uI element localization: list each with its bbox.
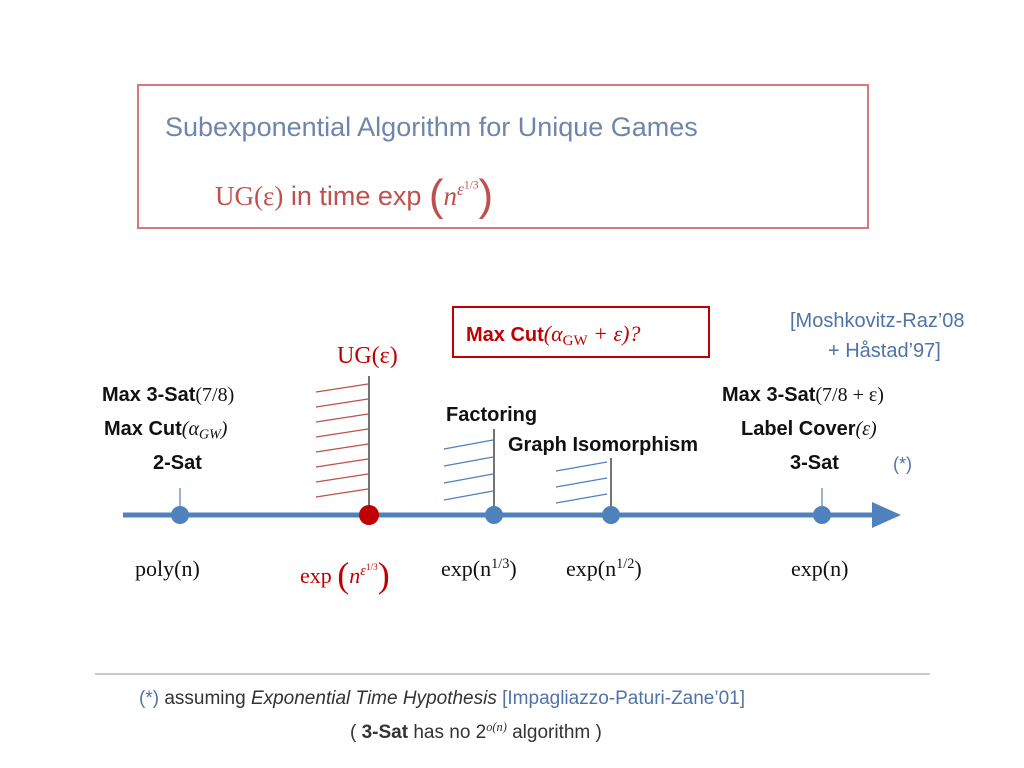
reference-line2: + Håstad’97] [828,340,941,362]
factoring-hatching [443,439,494,501]
left-problem-2sat: 2-Sat [153,452,202,474]
right-labelcover-eps: (ε) [855,418,877,440]
headline-ug: UG(ε) [215,181,284,211]
exp-third-pow: 1/3 [491,556,510,573]
maxcut-question-bold: Max Cut [466,324,544,346]
right-problem-3sat: 3-Sat [790,452,839,474]
headline-box [137,84,869,229]
footer-star: (*) [139,688,160,709]
left-maxcut-close: ) [220,418,228,440]
ug-hatching [315,383,369,498]
exp-ug-open: ( [337,555,350,595]
footer-citation: [Impagliazzo-Paturi-Zane’01] [496,688,746,709]
graph-isomorphism-label: Graph Isomorphism [508,434,699,456]
headline-third: 1/3 [463,180,479,193]
right-max3sat-ratio: (7/8 + ε) [815,384,884,406]
axis-label-poly: poly(n) [135,556,200,581]
headline-mid: in time exp [283,181,429,211]
footer-pow: o(n) [486,720,507,735]
left-max3sat-bold: Max 3-Sat [102,384,196,406]
headline-n: n [443,181,458,211]
left-maxcut-alpha: (α [181,418,199,440]
right-labelcover-bold: Label Cover [741,418,856,440]
exp-ug-third: 1/3 [365,563,378,574]
footer-eth: Exponential Time Hypothesis [250,688,497,709]
maxcut-question-box [452,306,710,358]
exp-third-close: ) [509,556,517,581]
left-max3sat-ratio: (7/8) [195,384,235,406]
axis-label-exp-n: exp(n) [791,556,849,581]
paren-close: ) [478,171,494,220]
footer-line2: ( 3-Sat has no 2o(n) algorithm ) [350,720,602,744]
exp-ug-base: exp [300,563,338,588]
factoring-label: Factoring [446,404,538,426]
paren-open: ( [428,171,444,220]
headline-title: Subexponential Algorithm for Unique Game… [165,112,698,142]
right-problem-max3sat: Max 3-Sat(7/8 + ε) [722,384,884,407]
ug-point [359,505,379,525]
exp-third-base: exp(n [441,556,492,581]
footer-line1: (*) assuming Exponential Time Hypothesis… [139,688,745,710]
maxcut-alpha: (α [543,321,563,346]
footer-end: algorithm ) [506,722,602,743]
right-star-note: (*) [893,454,912,474]
left-problem-max3sat: Max 3-Sat(7/8) [102,384,234,407]
footer-mid: has no 2 [408,722,487,743]
exp-half-pow: 1/2 [616,556,635,573]
reference-line1: [Moshkovitz-Raz’08 [790,310,965,332]
exp-half-close: ) [634,556,642,581]
exp-ug-close: ) [377,555,390,595]
left-maxcut-gw: GW [198,427,221,443]
poly-point [171,506,189,524]
headline-eps: ε [457,179,464,200]
ug-marker-label: UG(ε) [337,343,398,369]
left-problem-maxcut: Max Cut(αGW) [104,418,228,443]
headline-subtitle: UG(ε) in time exp (nε1/3) [215,166,493,220]
exp-ug-eps: ε [360,563,366,580]
graphiso-hatching [555,461,608,504]
maxcut-question-label: Max Cut(αGW + ε)? [466,321,641,349]
factoring-point [485,506,503,524]
footer-3sat: 3-Sat [361,722,409,743]
exp-point [813,506,831,524]
left-maxcut-bold: Max Cut [104,418,182,440]
exp-ug-n: n [349,563,361,588]
axis-label-exp-ug: exp (nε1/3) [300,550,390,595]
right-max3sat-bold: Max 3-Sat [722,384,816,406]
axis-label-exp-third: exp(n1/3) [441,556,517,582]
graphiso-point [602,506,620,524]
maxcut-gw: GW [562,332,588,349]
right-problem-labelcover: Label Cover(ε) [741,418,877,441]
maxcut-rest: + ε)? [587,321,641,346]
footer-open: ( [350,722,362,743]
axis-label-exp-half: exp(n1/2) [566,556,642,582]
exp-half-base: exp(n [566,556,617,581]
axis-arrowhead [872,502,901,528]
footer-assuming: assuming [159,688,251,709]
